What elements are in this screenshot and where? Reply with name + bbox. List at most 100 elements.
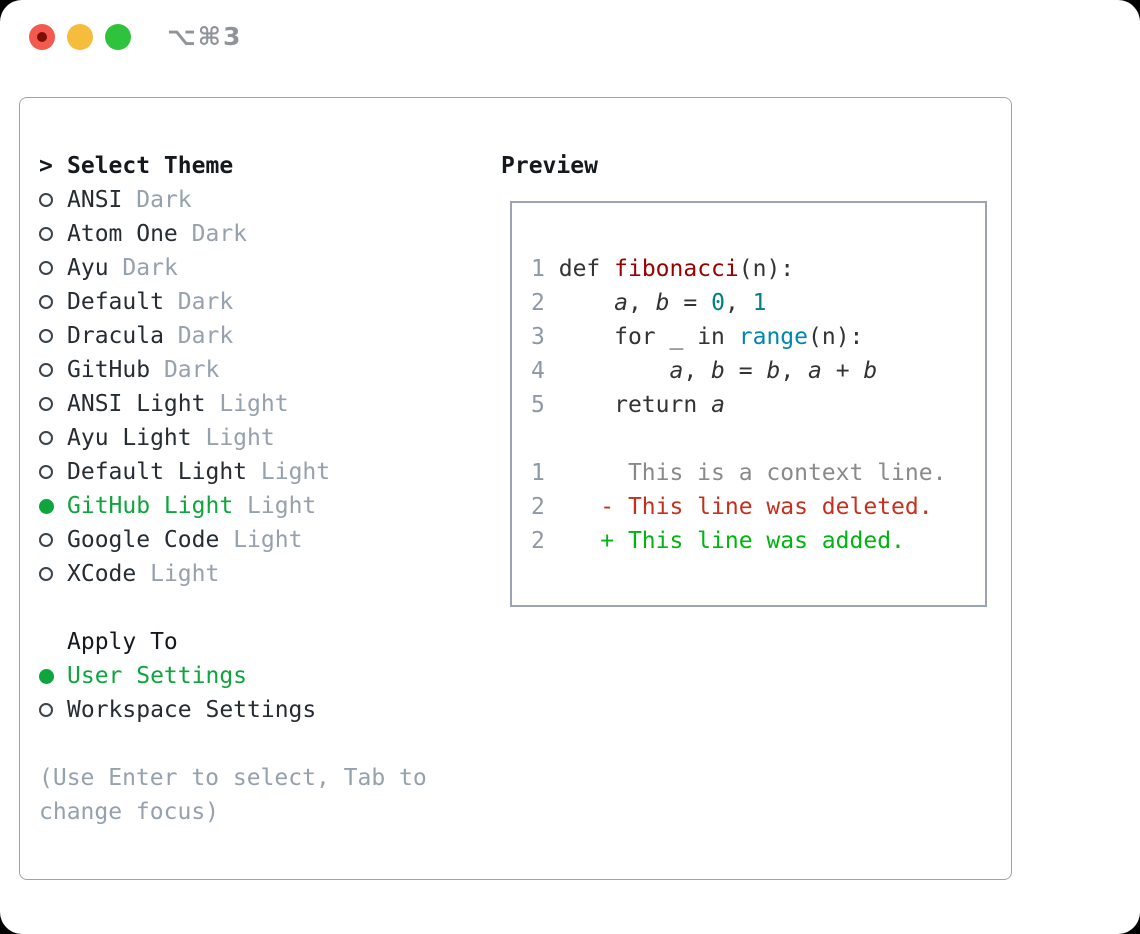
label-gap	[205, 391, 219, 417]
radio-icon	[39, 227, 53, 241]
lineno-segment: 2	[531, 290, 545, 316]
code-line-7: 1 This is a context line.	[531, 456, 985, 490]
close-button[interactable]	[29, 24, 55, 50]
option-label: GitHub	[67, 357, 151, 383]
radio-icon	[39, 465, 53, 479]
theme-option-dracula-dark[interactable]: Dracula Dark	[39, 319, 427, 353]
theme-list-header: > Select Theme	[39, 149, 427, 183]
theme-option-default-light-light[interactable]: Default Light Light	[39, 455, 427, 489]
variant-label: Light	[205, 425, 275, 451]
code-line-2: 2 a, b = 0, 1	[531, 286, 985, 320]
theme-option-atom-one-dark[interactable]: Atom One Dark	[39, 217, 427, 251]
code-segment: =	[724, 358, 767, 384]
code-segment: (n):	[808, 324, 864, 350]
radio-slot	[39, 533, 67, 547]
code-segment	[545, 392, 614, 418]
theme-option-ansi-dark[interactable]: ANSI Dark	[39, 183, 427, 217]
code-segment: ,	[780, 358, 809, 384]
radio-slot	[39, 703, 67, 717]
lineno-segment: 3	[531, 324, 545, 350]
radio-icon	[39, 533, 53, 547]
option-label: Apply To	[67, 629, 178, 655]
theme-option-ayu-dark[interactable]: Ayu Dark	[39, 251, 427, 285]
apply-option-workspace-settings[interactable]: Workspace Settings	[39, 693, 427, 727]
minimize-button[interactable]	[67, 24, 93, 50]
variant-label: Dark	[122, 255, 178, 281]
theme-option-xcode-light[interactable]: XCode Light	[39, 557, 427, 591]
variable-segment: b	[766, 358, 781, 384]
label-gap	[233, 493, 247, 519]
radio-slot	[39, 227, 67, 241]
number-segment: 0	[711, 290, 725, 316]
code-line-5: 5 return a	[531, 388, 985, 422]
deletion-segment: - This line was deleted.	[600, 494, 933, 520]
code-segment	[545, 358, 670, 384]
radio-selected-icon	[39, 668, 54, 684]
theme-option-google-code-light[interactable]: Google Code Light	[39, 523, 427, 557]
variant-label: Light	[219, 391, 289, 417]
help-text: change focus)	[39, 799, 220, 825]
lineno-segment: 1	[531, 460, 545, 486]
option-label: Atom One	[67, 221, 178, 247]
label-gap	[136, 561, 150, 587]
option-label: Ayu	[67, 255, 109, 281]
radio-slot	[39, 668, 67, 684]
radio-slot	[39, 431, 67, 445]
radio-icon	[39, 193, 53, 207]
theme-option-ayu-light-light[interactable]: Ayu Light Light	[39, 421, 427, 455]
lineno-segment: 2	[531, 494, 545, 520]
radio-icon	[39, 295, 53, 309]
theme-option-github-light-light[interactable]: GitHub Light Light	[39, 489, 427, 523]
variable-segment: a	[711, 392, 725, 418]
number-segment: 1	[752, 290, 767, 316]
theme-option-github-dark[interactable]: GitHub Dark	[39, 353, 427, 387]
radio-icon	[39, 397, 53, 411]
code-segment	[545, 290, 614, 316]
radio-slot	[39, 295, 67, 309]
code-segment	[545, 324, 614, 350]
radio-slot	[39, 567, 67, 581]
radio-icon	[39, 567, 53, 581]
option-label: XCode	[67, 561, 137, 587]
label-gap	[178, 221, 192, 247]
variant-label: Dark	[163, 357, 220, 383]
option-label: ANSI	[67, 187, 123, 213]
code-segment	[545, 528, 600, 554]
label-gap	[150, 357, 164, 383]
radio-slot	[39, 193, 67, 207]
apply-option-user-settings[interactable]: User Settings	[39, 659, 427, 693]
variant-label: Dark	[191, 221, 248, 247]
label-gap	[247, 459, 261, 485]
radio-icon	[39, 363, 53, 377]
option-label: Ayu Light	[67, 425, 192, 451]
label-gap	[164, 289, 178, 315]
radio-icon	[39, 703, 53, 717]
radio-slot	[39, 329, 67, 343]
radio-selected-icon	[39, 498, 54, 514]
code-segment: ,	[683, 358, 712, 384]
option-label: Dracula	[67, 323, 164, 349]
code-segment: =	[669, 290, 712, 316]
theme-option-ansi-light-light[interactable]: ANSI Light Light	[39, 387, 427, 421]
label-gap	[164, 323, 178, 349]
option-label: User Settings	[67, 663, 248, 689]
variant-label: Dark	[177, 323, 234, 349]
code-segment: ,	[627, 290, 656, 316]
radio-slot	[39, 363, 67, 377]
spacer-row	[39, 727, 427, 761]
keyword-segment: in	[697, 324, 725, 350]
lineno-segment: 5	[531, 392, 545, 418]
prompt-icon: >	[39, 153, 53, 179]
option-label: Select Theme	[67, 153, 234, 179]
label-gap	[219, 527, 233, 553]
code-segment: _	[655, 324, 698, 350]
option-label: Default	[67, 289, 164, 315]
theme-option-default-dark[interactable]: Default Dark	[39, 285, 427, 319]
variable-segment: b	[863, 358, 878, 384]
code-line-3: 3 for _ in range(n):	[531, 320, 985, 354]
option-label: Default Light	[67, 459, 248, 485]
addition-segment: + This line was added.	[600, 528, 905, 554]
zoom-button[interactable]	[105, 24, 131, 50]
